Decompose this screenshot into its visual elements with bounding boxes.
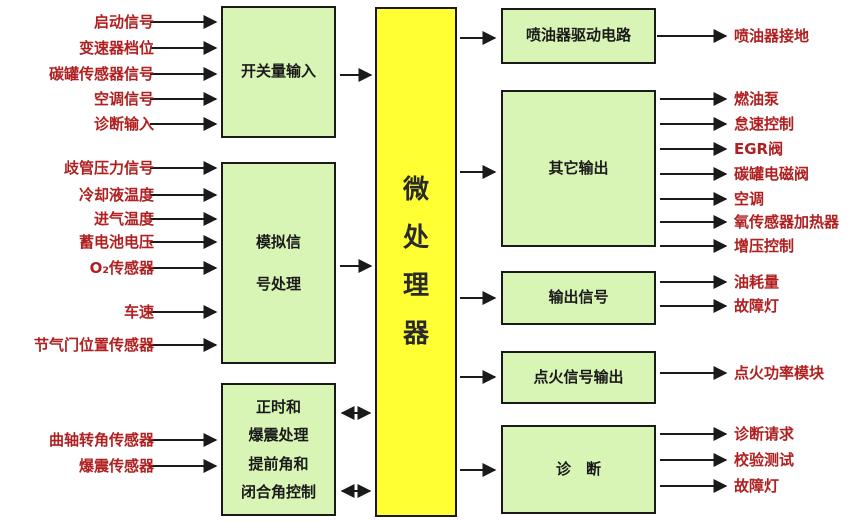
input-manifold-pressure: 歧管压力信号	[63, 159, 154, 177]
timing-label-line3: 提前角和	[248, 454, 309, 473]
switch-input-label: 开关量输入	[240, 62, 316, 81]
microprocessor-block: 微 处 理 器	[375, 7, 457, 517]
output-fault-lamp-2: 故障灯	[734, 477, 780, 495]
cpu-char-4: 器	[402, 319, 429, 349]
input-crank-angle: 曲轴转角传感器	[48, 431, 154, 449]
ignition-output-label: 点火信号输出	[533, 367, 624, 386]
cpu-char-1: 微	[402, 175, 429, 205]
output-ignition-module: 点火功率模块	[734, 364, 825, 382]
input-canister-sensor: 碳罐传感器信号	[48, 65, 154, 83]
cpu-char-3: 理	[402, 271, 429, 301]
output-verification-test: 校验测试	[734, 451, 795, 469]
output-egr-valve: EGR阀	[734, 140, 784, 158]
analog-label-line1: 模拟信	[255, 233, 301, 251]
output-signal-block: 输出信号	[501, 271, 656, 325]
timing-label-line1: 正时和	[255, 397, 301, 416]
input-battery-voltage: 蓄电池电压	[78, 233, 154, 251]
output-fault-lamp-1: 故障灯	[734, 297, 780, 315]
injector-driver-label: 喷油器驱动电路	[525, 26, 631, 45]
input-ac-signal: 空调信号	[93, 90, 154, 108]
ignition-output-block: 点火信号输出	[501, 351, 656, 404]
analog-processing-block: 模拟信 号处理	[221, 162, 336, 364]
input-vehicle-speed: 车速	[123, 303, 154, 321]
diagnosis-label: 诊 断	[555, 459, 601, 478]
input-throttle-position: 节气门位置传感器	[33, 336, 154, 354]
cpu-char-2: 处	[402, 223, 429, 253]
output-diagnosis-request: 诊断请求	[734, 425, 795, 443]
input-diagnosis: 诊断输入	[93, 115, 154, 133]
input-coolant-temp: 冷却液温度	[78, 186, 154, 204]
input-gear-position: 变速器档位	[78, 39, 154, 57]
output-signal-label: 输出信号	[548, 288, 609, 307]
injector-driver-block: 喷油器驱动电路	[501, 8, 656, 64]
output-boost-control: 增压控制	[734, 237, 795, 255]
output-o2-heater: 氧传感器加热器	[734, 213, 840, 231]
diagnosis-block: 诊 断	[501, 425, 656, 514]
input-knock-sensor: 爆震传感器	[78, 457, 154, 475]
input-intake-temp: 进气温度	[93, 210, 154, 228]
switch-input-block: 开关量输入	[221, 6, 336, 138]
output-injector-ground: 喷油器接地	[734, 27, 810, 45]
timing-knock-block: 正时和 爆震处理 提前角和 闭合角控制	[221, 383, 336, 516]
other-output-block: 其它输出	[501, 90, 656, 247]
output-ac: 空调	[734, 190, 765, 208]
analog-label-line2: 号处理	[255, 275, 301, 293]
output-idle-control: 怠速控制	[734, 115, 795, 133]
output-fuel-consumption: 油耗量	[734, 273, 780, 291]
output-fuel-pump: 燃油泵	[734, 90, 780, 108]
timing-label-line2: 爆震处理	[248, 426, 309, 444]
input-o2-sensor: O₂传感器	[89, 259, 154, 277]
other-output-label: 其它输出	[548, 158, 609, 177]
timing-label-line4: 闭合角控制	[240, 483, 316, 501]
input-start-signal: 启动信号	[93, 13, 154, 31]
output-canister-valve: 碳罐电磁阀	[734, 165, 810, 183]
